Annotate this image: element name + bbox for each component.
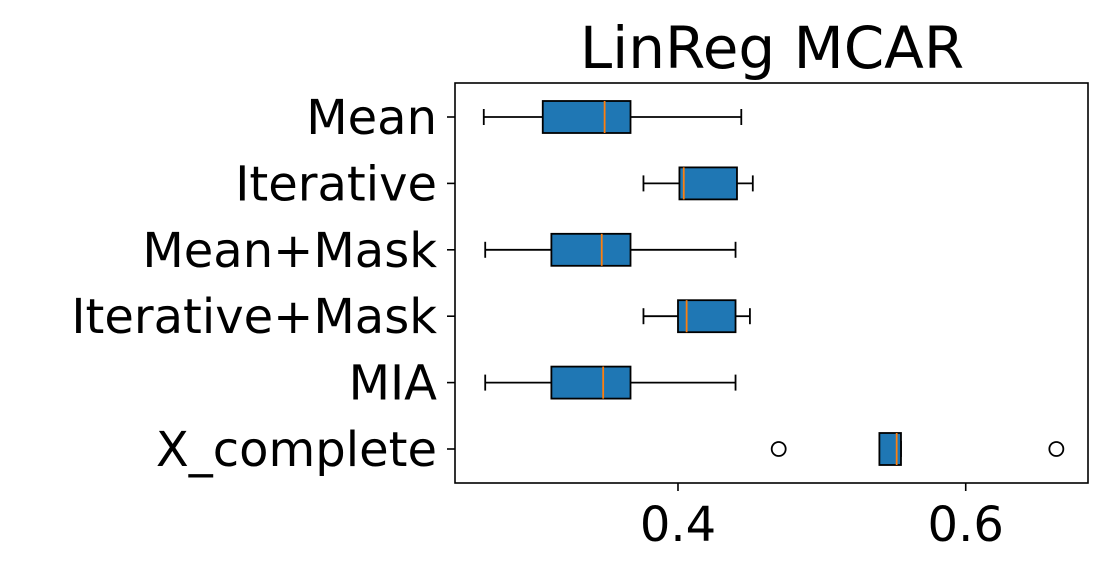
box-iqr (541, 100, 632, 134)
y-tick-label: X_complete (156, 422, 437, 478)
outlier-point (1048, 441, 1065, 457)
box-mean (482, 100, 743, 134)
box-series (482, 100, 1065, 466)
outlier-point (770, 441, 787, 457)
box-iterative-mask (642, 299, 751, 334)
box-iqr (677, 299, 737, 334)
plot-area-frame (454, 82, 1089, 484)
box-iqr (550, 232, 632, 267)
x-tick-label: 0.4 (640, 497, 716, 553)
box-iqr (550, 365, 632, 400)
chart-title: LinReg MCAR (580, 14, 964, 82)
box-mean-mask (484, 232, 737, 267)
y-tick-label: MIA (349, 356, 438, 412)
box-iqr (878, 432, 902, 466)
box-mia (484, 365, 737, 400)
box-iterative (642, 166, 754, 201)
y-tick-label: Iterative (235, 156, 437, 212)
x-tick-label: 0.6 (928, 497, 1004, 553)
y-tick-label: Mean+Mask (142, 223, 437, 279)
box-iqr (678, 166, 738, 201)
y-tick-label: Iterative+Mask (71, 289, 437, 345)
x-axis: 0.4 0.6 (640, 483, 1004, 553)
box-x-complete (770, 432, 1065, 466)
y-tick-label: Mean (306, 90, 437, 146)
